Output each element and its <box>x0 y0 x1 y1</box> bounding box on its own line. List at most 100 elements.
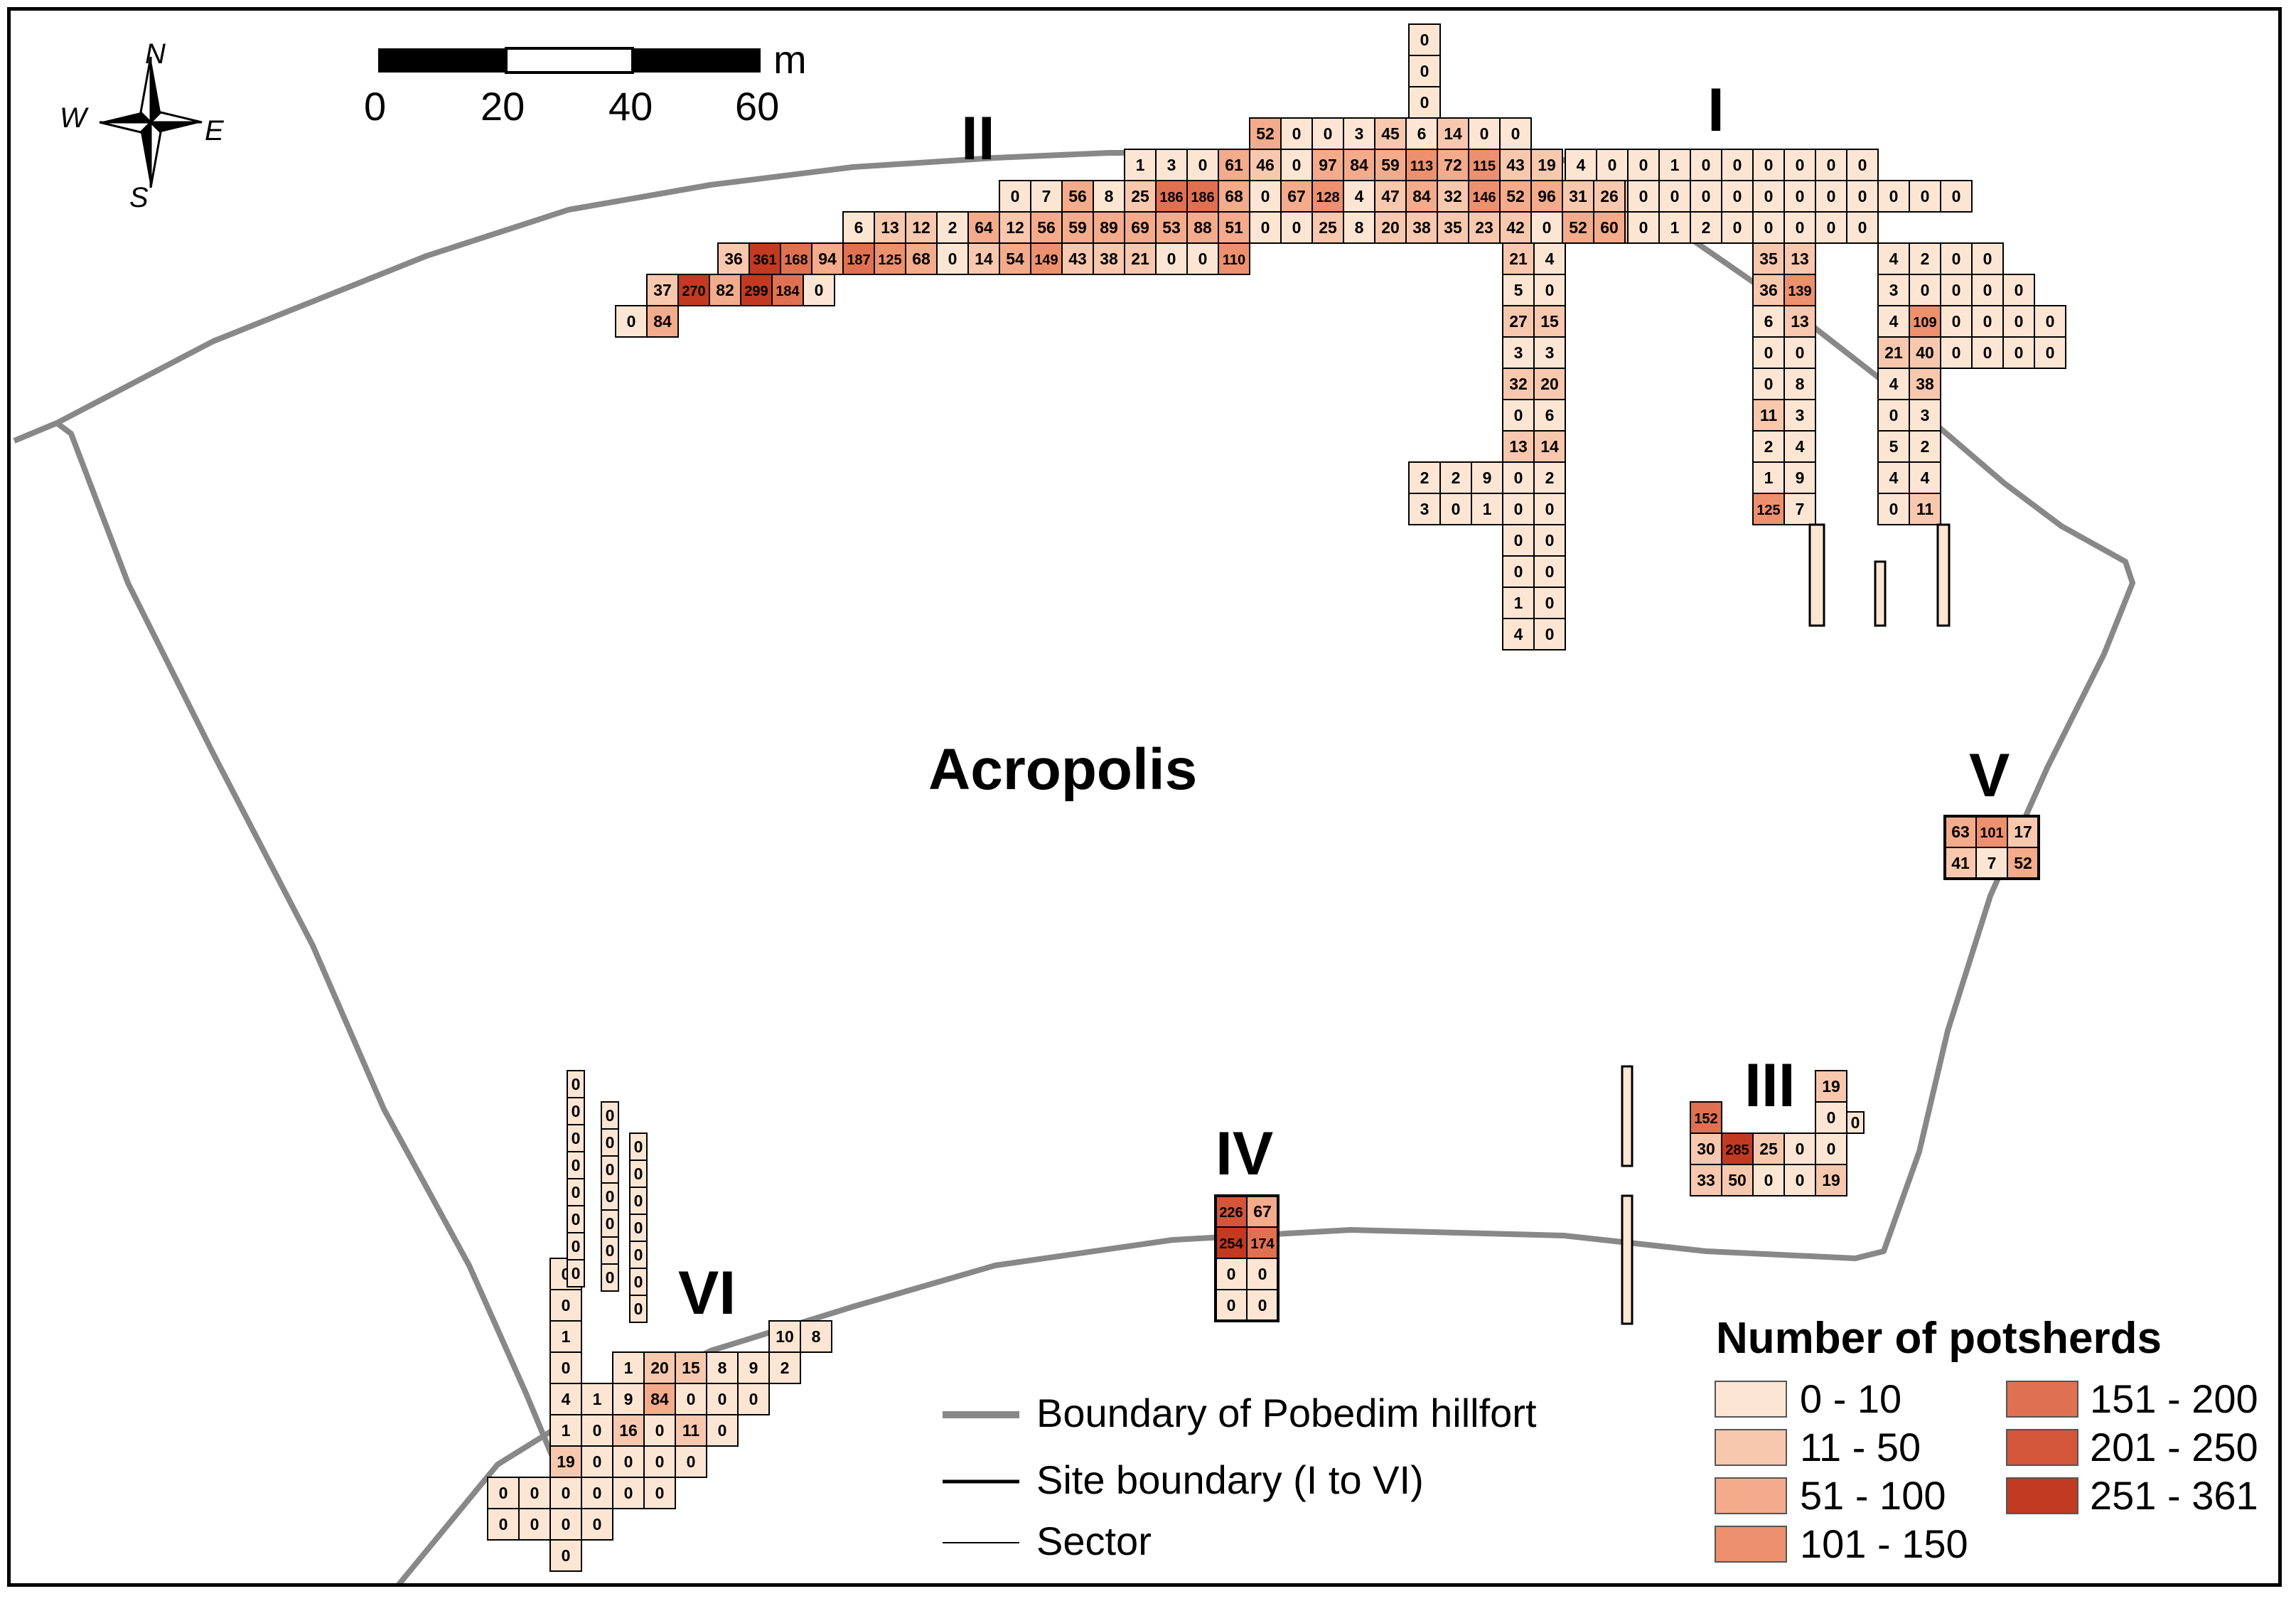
site-ii-row1-0-value: 1 <box>1136 156 1145 174</box>
site-vi-row3-3: 0 <box>643 1445 676 1478</box>
site-ii-row5-4: 184 <box>771 274 804 306</box>
site-ii-row2-13: 84 <box>1405 180 1438 213</box>
site-iii-extra-1: 0 <box>1815 1101 1847 1134</box>
site-i-row1-2: 0 <box>1690 180 1722 213</box>
site-i-mid-7-1-fill <box>1783 461 1816 494</box>
site-i-mid-0-0-value: 35 <box>1759 250 1778 268</box>
site-i-west-8-1: 0 <box>1533 493 1566 525</box>
site-i-east-4-0-value: 4 <box>1889 375 1899 393</box>
site-ii-row1-7-value: 84 <box>1350 156 1368 174</box>
site-ii-row4-13-value: 21 <box>1131 250 1149 268</box>
site-ii-row4-15: 0 <box>1186 242 1219 275</box>
site-i-row2-2-fill <box>1690 211 1722 244</box>
site-ii-row3-0-value: 6 <box>854 218 864 237</box>
site-ii-row2-2: 56 <box>1061 180 1094 213</box>
legend-class-2-label: 11 - 50 <box>1800 1425 1921 1469</box>
scale-tick-20: 20 <box>481 84 525 129</box>
site-v-row1-0: 41 <box>1944 847 1977 879</box>
site-vi-col2-4-fill <box>601 1209 619 1238</box>
site-ii-row1-10-fill <box>1437 149 1469 181</box>
site-iii-extra-2-value: 0 <box>1851 1113 1860 1132</box>
site-i-east-3-4: 0 <box>2002 336 2035 369</box>
site-iii-row1-0-value: 30 <box>1697 1140 1715 1158</box>
site-i-east-0-2-fill <box>1940 242 1973 275</box>
site-i-east-2-5: 0 <box>2034 305 2066 338</box>
site-iii-row2-4-fill <box>1815 1164 1847 1196</box>
site-iii-row2-0-value: 33 <box>1697 1171 1715 1189</box>
site-vi-col1-6-fill <box>567 1232 585 1260</box>
site-vi-row4-0-fill <box>487 1477 520 1509</box>
site-i-east-1-2: 0 <box>1940 274 1973 306</box>
site-ii-row3-12: 51 <box>1218 211 1250 244</box>
site-ii-row1-9-value: 113 <box>1410 159 1433 174</box>
legend-class-4-swatch <box>1715 1526 1787 1563</box>
site-ii-row2-7-value: 68 <box>1225 187 1243 205</box>
site-i-row1-8: 0 <box>1877 180 1910 213</box>
site-vi-row1-2-value: 9 <box>624 1390 633 1408</box>
site-ii-row0-0-value: 52 <box>1256 124 1275 143</box>
site-vi-row5-0: 0 <box>487 1508 520 1541</box>
site-i-east-2-4-value: 0 <box>2015 312 2024 331</box>
site-ii-row3-7: 59 <box>1061 211 1094 244</box>
site-v-row0-1-fill <box>1975 815 2008 848</box>
site-ii-row5-5: 0 <box>803 274 835 306</box>
site-iv-row2-0-value: 0 <box>1227 1265 1236 1283</box>
site-vi-row1-0-value: 4 <box>562 1390 571 1408</box>
site-vi-col1-5-fill <box>567 1205 585 1233</box>
site-vi-row3-2-value: 0 <box>624 1452 633 1471</box>
site-vi-row0-2: 15 <box>675 1351 707 1384</box>
site-vi-row2-1: 0 <box>581 1414 613 1447</box>
site-ii-row3-1: 13 <box>874 211 906 244</box>
site-vi-col1-3-fill <box>567 1151 585 1179</box>
site-ii-row4-8: 14 <box>967 242 1000 275</box>
site-iii-extra-1-value: 0 <box>1827 1108 1836 1127</box>
site-i-west-7-1: 2 <box>1533 461 1566 494</box>
site-ii-row3-16-value: 8 <box>1355 218 1364 237</box>
site-iii-extra-0: 19 <box>1815 1070 1847 1103</box>
site-ii-row3-14-fill <box>1280 211 1313 244</box>
site-i-east-5-1-fill <box>1909 399 1941 432</box>
site-i-west-9-0-value: 0 <box>1514 531 1523 550</box>
site-i-west-2-0-fill <box>1502 305 1535 338</box>
site-ii-row4-11: 43 <box>1061 242 1094 275</box>
site-vi-row5-3: 0 <box>581 1508 613 1541</box>
site-i-row2-5-fill <box>1783 211 1816 244</box>
site-i-west-9-1: 0 <box>1533 524 1566 557</box>
site-i-row1-7: 0 <box>1846 180 1879 213</box>
site-i-row1-5: 0 <box>1783 180 1816 213</box>
site-ii-row4-4-value: 187 <box>847 252 870 268</box>
site-vi-row1-1-value: 1 <box>593 1390 602 1408</box>
site-vi-row0-0: 1 <box>612 1351 645 1384</box>
site-i-mid-7-0-value: 1 <box>1764 468 1774 487</box>
site-i-west-2-0-value: 27 <box>1509 312 1528 331</box>
site-i-west-4-0-value: 32 <box>1509 375 1528 393</box>
site-ii-row2-10-value: 128 <box>1316 190 1339 205</box>
site-i-east-1-3-value: 0 <box>1983 281 1992 299</box>
site-i-spur-1-1-value: 0 <box>1452 500 1461 518</box>
site-i-spur-1-0: 3 <box>1408 493 1441 525</box>
site-vi-top-1-fill <box>800 1320 832 1353</box>
site-i-east-1-4-fill <box>2002 274 2035 306</box>
site-vi-row0-4-value: 9 <box>749 1359 758 1377</box>
site-i-east-6-1: 2 <box>1909 430 1941 463</box>
site-vi-col3-5-fill <box>629 1268 648 1296</box>
site-vi-row3-0-value: 19 <box>557 1452 575 1471</box>
site-ii-row0-3: 3 <box>1343 117 1375 150</box>
site-i-west-9-1-value: 0 <box>1545 531 1555 550</box>
site-i-east-5-0: 0 <box>1877 399 1910 432</box>
site-ii-row2-9: 67 <box>1280 180 1313 213</box>
legend-class-4-label: 101 - 150 <box>1800 1521 1968 1566</box>
site-i-top-col-0-fill <box>1408 23 1441 56</box>
site-iv-row1-0: 254 <box>1215 1226 1248 1259</box>
trench-strip-0 <box>1808 523 1825 627</box>
site-i-mid-0-0-fill <box>1752 242 1785 275</box>
site-ii-row2-12: 47 <box>1374 180 1407 213</box>
site-ii-row4-3-fill <box>811 242 844 275</box>
site-i-east-1-2-fill <box>1940 274 1973 306</box>
site-i-row0-0-fill <box>1565 149 1597 181</box>
site-ii-row3-11-value: 88 <box>1193 218 1212 237</box>
site-i-west-11-1-fill <box>1533 587 1566 619</box>
site-vi-row4-3-value: 0 <box>593 1484 602 1502</box>
site-ii-row5-5-value: 0 <box>815 281 824 299</box>
site-vi-row5-0-fill <box>487 1508 520 1541</box>
